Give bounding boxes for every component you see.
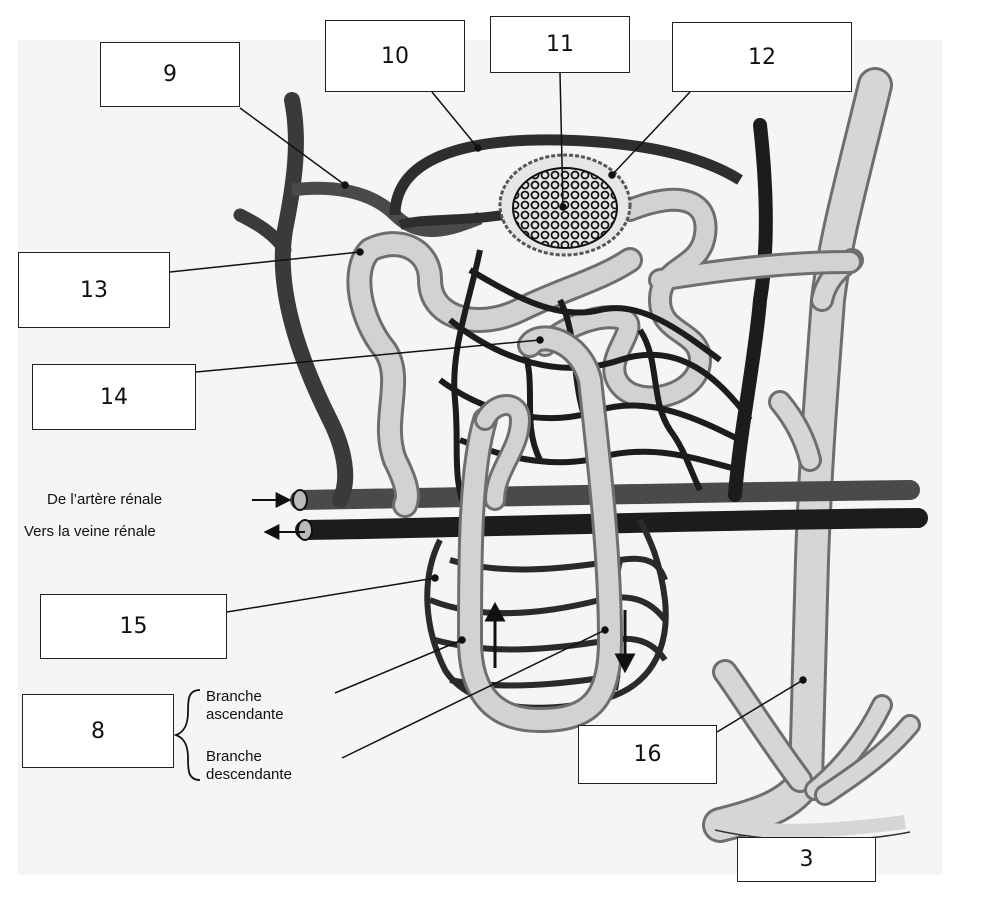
leader-lines	[169, 72, 807, 759]
to-renal-vein-text: Vers la veine rénale	[24, 523, 156, 540]
label-8-text: 8	[91, 718, 105, 744]
proximal-tubule	[346, 231, 643, 518]
from-renal-artery-text: De l’artère rénale	[47, 491, 163, 508]
ascending-branch-line1: Branche	[206, 688, 262, 705]
label-3-text: 3	[799, 847, 814, 872]
distal-tubule	[533, 187, 862, 410]
label-13-text: 13	[80, 277, 108, 303]
label-box-14[interactable]: 14	[32, 364, 196, 430]
descending-branch-line2: descendante	[206, 766, 292, 783]
label-box-8[interactable]: 8	[22, 694, 174, 768]
efferent-arteriole	[398, 209, 511, 230]
label-9-text: 9	[163, 62, 177, 87]
label-16-text: 16	[633, 742, 662, 767]
label-12-text: 12	[748, 44, 776, 70]
label-15-text: 15	[119, 614, 148, 639]
label-box-16[interactable]: 16	[578, 725, 717, 784]
ascending-branch-text: Branche ascendante	[206, 688, 284, 724]
label-box-10[interactable]: 10	[325, 20, 465, 92]
branch-brace	[173, 689, 201, 781]
ascending-branch-line2: ascendante	[206, 706, 284, 723]
label-14-text: 14	[100, 384, 128, 410]
label-box-15[interactable]: 15	[40, 594, 227, 659]
label-box-11[interactable]: 11	[490, 16, 630, 73]
label-10-text: 10	[381, 43, 409, 69]
descending-branch-line1: Branche	[206, 748, 262, 765]
vessel-arrows	[252, 492, 305, 540]
label-box-9[interactable]: 9	[100, 42, 240, 107]
label-box-3[interactable]: 3	[737, 837, 876, 882]
loop-flow-arrows	[484, 601, 636, 674]
afferent-arteriole	[389, 134, 743, 216]
label-box-13[interactable]: 13	[18, 252, 170, 328]
label-box-12[interactable]: 12	[672, 22, 852, 92]
renal-vessels	[290, 480, 928, 541]
label-11-text: 11	[546, 32, 574, 57]
loop-of-henle	[456, 325, 624, 734]
descending-branch-text: Branche descendante	[206, 748, 292, 784]
